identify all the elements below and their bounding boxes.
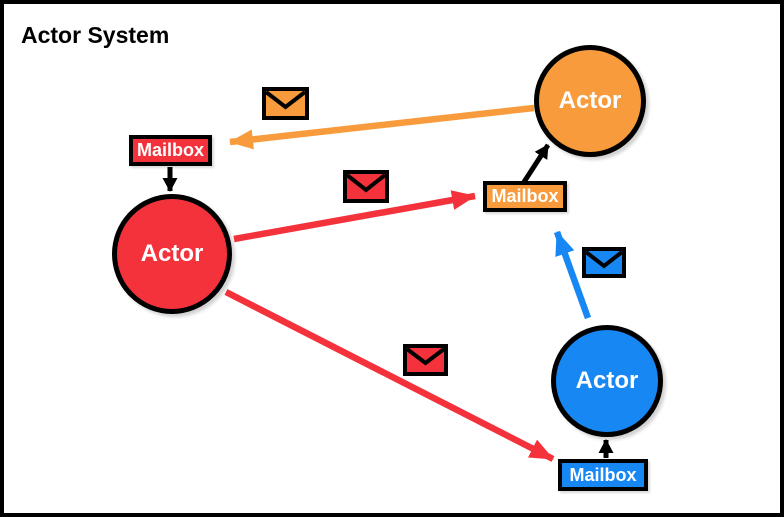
red-actor-to-blue-mailbox-arrow: [224, 289, 555, 462]
red-actor-to-orange-mailbox-arrow: [233, 190, 476, 243]
actor-node-red: Actor: [112, 194, 232, 314]
red-lower-message-envelope-icon: [403, 344, 448, 376]
mailbox-label: Mailbox: [136, 140, 204, 160]
red-upper-message-envelope-icon: [343, 170, 389, 203]
mailbox-node-blue: Mailbox: [558, 459, 648, 491]
mailbox-label: Mailbox: [491, 186, 559, 206]
mailbox-node-red: Mailbox: [129, 135, 212, 166]
mailbox-node-orange: Mailbox: [483, 181, 567, 212]
blue-actor-to-orange-mailbox-arrow: [553, 230, 592, 320]
arrows-layer: [162, 104, 614, 462]
actor-label: Actor: [575, 367, 639, 394]
diagram-title: Actor System: [21, 22, 170, 48]
actor-label: Actor: [558, 87, 622, 114]
actor-node-orange: Actor: [534, 45, 646, 157]
orange-mailbox-to-orange-actor-arrow: [521, 143, 551, 184]
actor-label: Actor: [140, 240, 204, 267]
blue-message-envelope-icon: [582, 247, 626, 278]
actor-node-blue: Actor: [551, 325, 663, 437]
mailbox-label: Mailbox: [569, 464, 637, 485]
orange-actor-to-red-mailbox-arrow: [229, 104, 535, 150]
orange-message-envelope-icon: [262, 87, 309, 120]
